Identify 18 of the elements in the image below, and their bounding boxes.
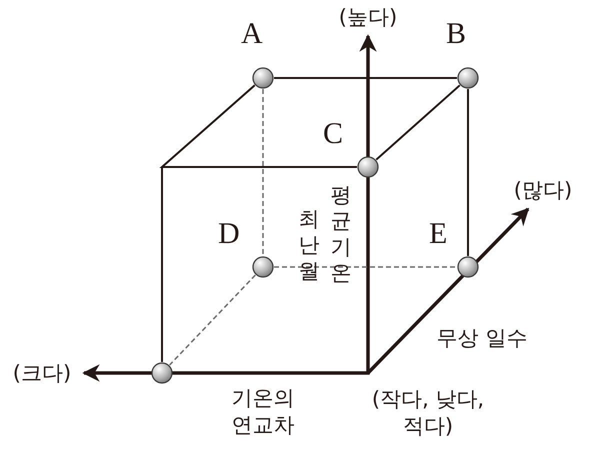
point-label: A (241, 19, 263, 49)
hidden-edge (274, 266, 457, 268)
axis-label: (작다, 낮다, 적다) (370, 386, 486, 440)
hidden-edge (169, 274, 256, 366)
hidden-edge (262, 89, 264, 256)
axis-title: 평균 기온 (330, 182, 352, 286)
cube-edge (467, 89, 469, 256)
point-label: E (429, 219, 448, 249)
cube-edge (274, 77, 457, 79)
point-label: B (446, 19, 466, 49)
point-label: D (218, 219, 240, 249)
axis-label: (높다) (338, 4, 398, 31)
axis-label: (많다) (514, 177, 572, 204)
axis-title: 무상 일수 (436, 325, 528, 352)
axis-label: (크다) (12, 360, 72, 387)
axis-title: 기온의 연교차 (230, 385, 296, 439)
cube-edge (376, 84, 460, 160)
point-label: C (323, 119, 344, 149)
